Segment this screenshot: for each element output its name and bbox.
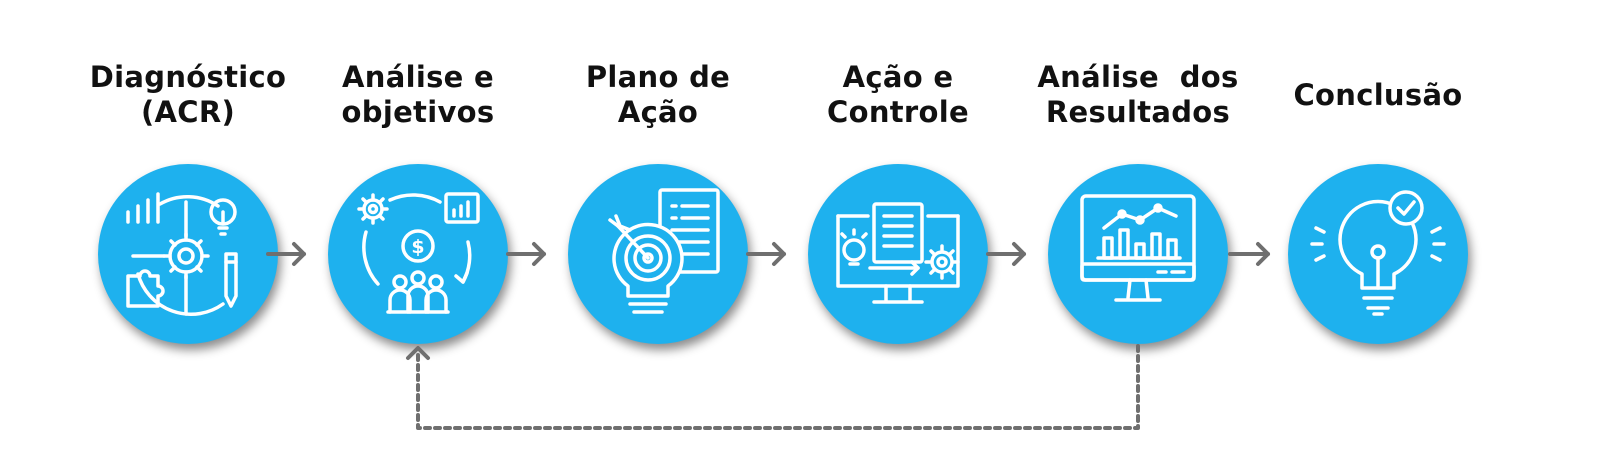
step-label: Diagnóstico (ACR) <box>68 60 308 130</box>
step-conclusao: Conclusão <box>1258 0 1498 350</box>
step-label: Análise e objetivos <box>298 60 538 130</box>
step-label-line: objetivos <box>341 95 495 129</box>
step-analise-objetivos: Análise e objetivos $ <box>298 0 538 350</box>
arrow-right-icon <box>266 242 306 266</box>
step-circle <box>1288 164 1468 344</box>
step-analise-resultados: Análise dos Resultados <box>1018 0 1258 350</box>
step-diagnostico: Diagnóstico (ACR) <box>68 0 308 350</box>
arrow-right-icon <box>1228 242 1270 266</box>
step-circle <box>98 164 278 344</box>
step-plano-acao: Plano de Ação <box>538 0 778 350</box>
monitor-chart-icon <box>1080 194 1196 302</box>
step-label: Ação e Controle <box>778 60 1018 130</box>
step-acao-controle: Ação e Controle <box>778 0 1018 350</box>
step-label-line: Conclusão <box>1293 78 1463 112</box>
step-label-line: (ACR) <box>140 95 236 129</box>
monitor-process-icon <box>836 202 960 304</box>
step-label-line: Resultados <box>1045 95 1231 129</box>
step-label-line: Ação e <box>842 60 954 94</box>
feedback-loop-arrow-icon <box>406 344 1140 430</box>
step-label-line: Diagnóstico <box>89 60 287 94</box>
step-label-line: Ação <box>617 95 699 129</box>
svg-text:$: $ <box>411 236 424 258</box>
step-circle <box>1048 164 1228 344</box>
step-circle: $ <box>328 164 508 344</box>
lightbulb-check-icon <box>1310 190 1446 316</box>
step-circle <box>568 164 748 344</box>
arrow-right-icon <box>506 242 546 266</box>
step-label-line: Plano de <box>585 60 731 94</box>
step-label: Plano de Ação <box>538 60 778 130</box>
step-label-line: Análise e <box>342 60 494 94</box>
arrow-right-icon <box>986 242 1026 266</box>
step-label: Análise dos Resultados <box>1018 60 1258 130</box>
step-circle <box>808 164 988 344</box>
target-bulb-document-icon <box>608 188 720 314</box>
step-label-line: Análise dos <box>1037 60 1239 94</box>
money-team-cycle-icon: $ <box>357 192 480 314</box>
step-label: Conclusão <box>1258 78 1498 113</box>
step-label-line: Controle <box>827 95 969 129</box>
gear-chart-puzzle-icon <box>126 192 238 317</box>
arrow-right-icon <box>746 242 786 266</box>
